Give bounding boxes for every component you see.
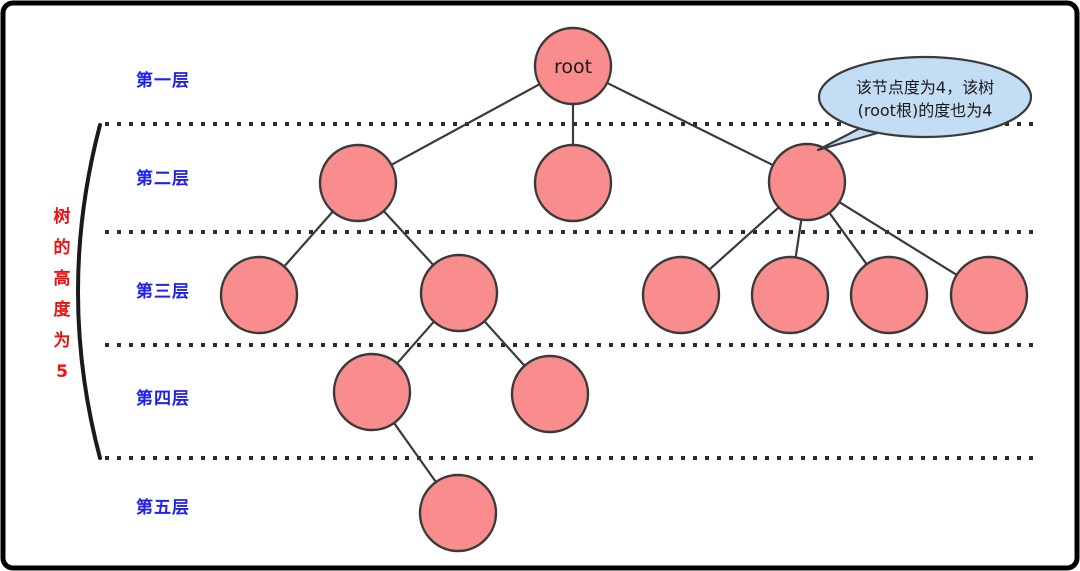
node-circle — [418, 473, 498, 553]
tree-node-group: root — [219, 26, 1029, 553]
callout-text-line-1: 该节点度为4，该树 — [856, 78, 994, 97]
tree-edge-n1-n2 — [389, 82, 542, 167]
tree-edge-n6-n12 — [482, 319, 527, 368]
tree-edge-n2-n6 — [382, 209, 435, 267]
tree-node-n9[interactable] — [849, 255, 929, 335]
tree-edge-n4-n10 — [837, 200, 959, 277]
callout-text-line-2: (root根)的度也为4 — [858, 101, 993, 120]
tree-node-n10[interactable] — [949, 255, 1029, 335]
level-label-l3: 第三层 — [136, 281, 190, 302]
height-label-char-4: 度 — [54, 299, 72, 320]
node-circle — [767, 142, 847, 222]
height-label-char-2: 的 — [54, 237, 71, 258]
node-circle — [949, 255, 1029, 335]
height-bracket-curve — [76, 123, 102, 460]
node-circle — [750, 255, 830, 335]
tree-edge-n2-n5 — [282, 209, 335, 269]
tree-node-n1[interactable]: root — [533, 26, 613, 106]
node-circle — [641, 255, 721, 335]
tree-node-n13[interactable] — [418, 473, 498, 553]
tree-node-n4[interactable] — [767, 142, 847, 222]
node-circle — [318, 143, 398, 223]
tree-node-n8[interactable] — [750, 255, 830, 335]
node-circle — [849, 255, 929, 335]
tree-edge-n11-n13 — [392, 421, 438, 484]
level-label-l4: 第四层 — [136, 388, 190, 409]
level-label-l5: 第五层 — [136, 497, 190, 518]
degree-callout[interactable]: 该节点度为4，该树 (root根)的度也为4 — [816, 55, 1033, 152]
tree-node-n3[interactable] — [533, 143, 613, 223]
tree-edge-n4-n7 — [707, 205, 781, 272]
tree-node-n5[interactable] — [219, 255, 299, 335]
tree-edge-n6-n11 — [395, 320, 436, 365]
height-label-char-1: 树 — [54, 207, 71, 227]
level-label-l1: 第一层 — [136, 70, 190, 91]
tree-node-n7[interactable] — [641, 255, 721, 335]
tree-edge-group — [282, 81, 959, 484]
height-label-char-3: 高 — [54, 268, 71, 289]
node-circle — [419, 253, 499, 333]
node-circle — [510, 354, 590, 434]
level-label-l2: 第二层 — [136, 168, 190, 189]
height-label-char-6: 5 — [56, 362, 68, 382]
height-label-char-5: 为 — [54, 330, 71, 351]
node-circle — [533, 26, 613, 106]
node-circle — [533, 143, 613, 223]
tree-edge-n1-n4 — [605, 81, 775, 167]
tree-edge-n4-n8 — [794, 218, 803, 259]
tree-node-n11[interactable] — [332, 352, 412, 432]
tree-node-n6[interactable] — [419, 253, 499, 333]
node-circle — [219, 255, 299, 335]
node-circle — [332, 352, 412, 432]
tree-node-n12[interactable] — [510, 354, 590, 434]
tree-node-n2[interactable] — [318, 143, 398, 223]
node-label: root — [554, 56, 592, 78]
callout-bubble-shape — [817, 55, 1033, 139]
tree-edge-n4-n9 — [827, 211, 869, 266]
